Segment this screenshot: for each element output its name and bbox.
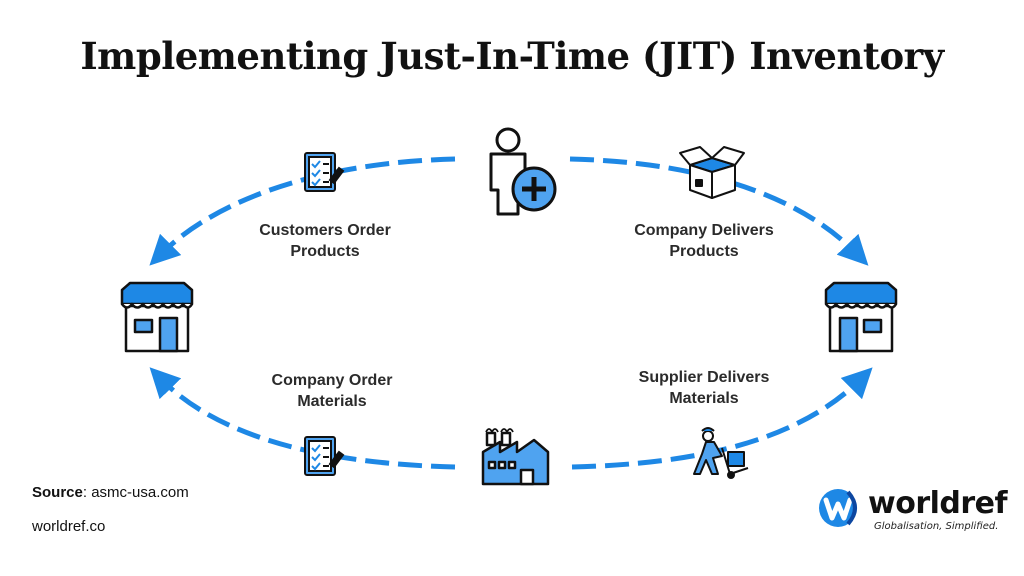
step-label-line: Company Order	[271, 372, 393, 389]
brand-tagline: Globalisation, Simplified.	[874, 521, 999, 532]
source-label: Source	[32, 484, 83, 501]
page-title: Implementing Just-In-Time (JIT) Inventor…	[80, 34, 944, 78]
step-company-order: Company Order Materials	[232, 370, 432, 412]
step-label-line: Materials	[669, 390, 739, 407]
checklist-icon	[304, 152, 345, 192]
step-label-line: Customers Order	[259, 222, 391, 239]
arrow-top-right	[569, 156, 869, 266]
step-company-delivers: Company Delivers Products	[604, 220, 804, 262]
step-customers-order: Customers Order Products	[225, 220, 425, 262]
hand-truck-worker-icon	[693, 427, 749, 479]
source-value: : asmc-usa.com	[82, 484, 189, 501]
step-label-line: Materials	[297, 393, 367, 410]
arrow-bottom-left	[149, 367, 456, 470]
website-text[interactable]: worldref.co	[32, 518, 106, 535]
open-box-icon	[679, 146, 745, 199]
step-label-line: Company Delivers	[634, 222, 774, 239]
customer-add-icon	[489, 127, 557, 216]
store-icon-right	[824, 281, 898, 353]
step-label-line: Supplier Delivers	[638, 369, 770, 386]
brand-name: worldref	[868, 486, 1008, 521]
step-supplier-delivers: Supplier Delivers Materials	[604, 367, 804, 409]
worldref-logo-icon	[819, 489, 857, 527]
arrow-top-left	[149, 156, 456, 266]
store-icon-left	[120, 281, 194, 353]
source-note: Source: asmc-usa.com	[32, 484, 189, 501]
step-label-line: Products	[290, 243, 360, 260]
arrow-bottom-right	[571, 367, 873, 470]
factory-icon	[481, 428, 550, 486]
step-label-line: Products	[669, 243, 739, 260]
checklist-icon-bottom	[304, 436, 345, 476]
